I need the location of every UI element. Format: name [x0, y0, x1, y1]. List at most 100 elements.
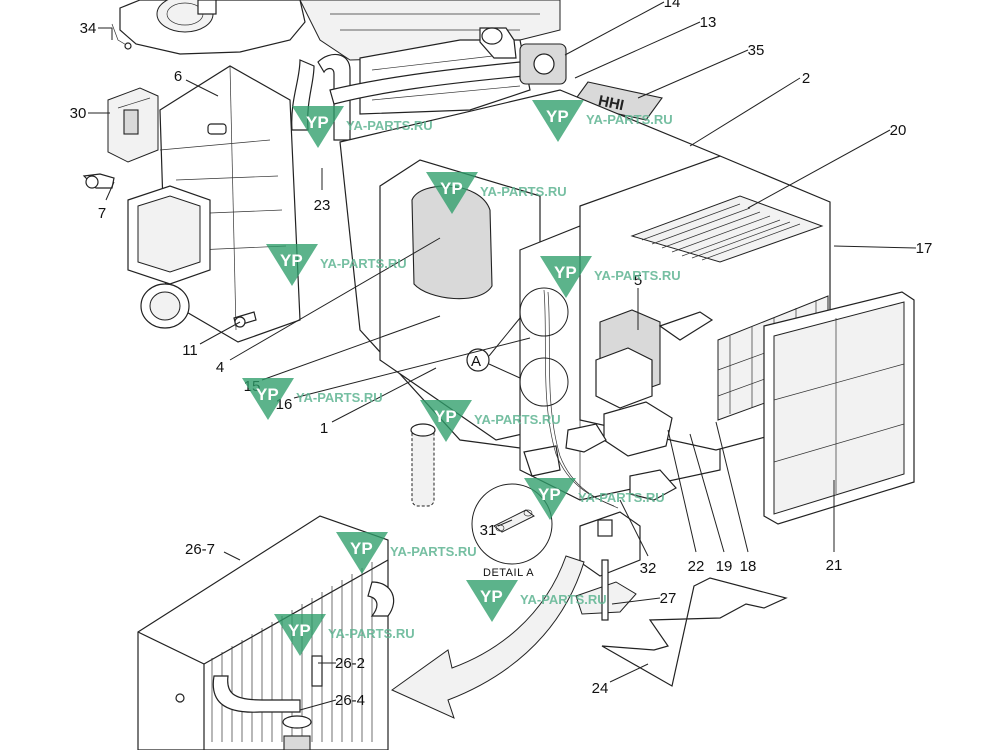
watermark: YP YA-PARTS.RU — [540, 256, 681, 298]
callout-leader — [564, 1, 665, 56]
watermark-logo-text: YP — [554, 263, 577, 282]
callout-leader — [229, 237, 441, 361]
callout-leader — [637, 49, 749, 99]
detail-marker-a: A — [471, 353, 481, 370]
callout-leader — [497, 519, 513, 527]
callout-leader — [223, 551, 241, 561]
watermark-logo-text: YP — [306, 113, 329, 132]
filter-frame — [763, 291, 915, 525]
callout-label: 35 — [748, 42, 765, 59]
watermark: YP YA-PARTS.RU — [292, 106, 433, 148]
callout-c17: 17 — [833, 240, 932, 257]
watermark: YP YA-PARTS.RU — [336, 532, 477, 574]
watermark-logo-text: YP — [256, 385, 279, 404]
callout-c21: 21 — [826, 480, 842, 574]
callout-label: 20 — [890, 122, 907, 139]
callout-label: 1 — [320, 420, 328, 437]
callout-c11: 11 — [182, 321, 241, 359]
callout-c18: 18 — [715, 421, 757, 575]
watermark-text: YA-PARTS.RU — [578, 490, 665, 505]
callout-c26-2: 26-2 — [318, 655, 365, 672]
callout-label: 27 — [660, 590, 677, 607]
watermark-logo-text: YP — [546, 107, 569, 126]
actuator-5 — [523, 289, 714, 509]
callout-label: 14 — [664, 0, 681, 11]
watermark-text: YA-PARTS.RU — [520, 592, 607, 607]
watermark-text: YA-PARTS.RU — [390, 544, 477, 559]
callout-leader — [715, 421, 749, 553]
watermark-logo-icon — [292, 106, 344, 148]
callout-leader — [293, 337, 531, 399]
insulation-pad — [601, 577, 788, 687]
detail-a-inset: DETAIL A — [471, 483, 553, 579]
watermark-logo-icon — [336, 532, 388, 574]
callout-label: 2 — [802, 70, 810, 87]
callout-leader — [689, 433, 725, 553]
callout-leader — [105, 181, 115, 201]
watermark-text: YA-PARTS.RU — [296, 390, 383, 405]
callout-leader — [261, 315, 441, 381]
callout-label: 18 — [740, 558, 757, 575]
watermark-logo-icon — [524, 478, 576, 520]
watermark-logo-text: YP — [350, 539, 373, 558]
callout-label: 4 — [216, 359, 224, 376]
callout-label: 23 — [314, 197, 331, 214]
callout-c24: 24 — [592, 663, 649, 697]
watermark-logo-text: YP — [538, 485, 561, 504]
callout-label: 34 — [80, 20, 97, 37]
watermark-logo-text: YP — [480, 587, 503, 606]
callout-label: 30 — [70, 105, 87, 122]
watermark-text: YA-PARTS.RU — [346, 118, 433, 133]
callout-label: 5 — [634, 272, 642, 289]
callout-c5: 5 — [634, 272, 642, 330]
callout-leader — [667, 429, 697, 553]
actuator-30 — [82, 87, 159, 189]
callout-leader — [689, 77, 801, 147]
watermark-logo-icon — [540, 256, 592, 298]
removal-arrow — [391, 555, 585, 719]
callout-leader — [747, 129, 891, 209]
callout-c13: 13 — [574, 14, 716, 79]
detail-a-label: DETAIL A — [483, 567, 534, 579]
callout-c26-4: 26-4 — [299, 692, 365, 711]
watermark-logo-text: YP — [280, 251, 303, 270]
watermark-text: YA-PARTS.RU — [474, 412, 561, 427]
callout-label: 19 — [716, 558, 733, 575]
watermark-logo-icon — [266, 244, 318, 286]
callout-label: 26-4 — [335, 692, 365, 709]
watermark-logo-icon — [426, 172, 478, 214]
evaporator-core — [137, 515, 395, 750]
watermark-text: YA-PARTS.RU — [328, 626, 415, 641]
callout-c27: 27 — [611, 590, 677, 607]
watermark-logo-text: YP — [434, 407, 457, 426]
callout-label: 26-7 — [185, 541, 215, 558]
callout-leader — [609, 663, 649, 683]
callout-label: 22 — [688, 558, 705, 575]
callout-c23: 23 — [314, 168, 331, 214]
callout-c19: 19 — [689, 433, 733, 575]
callout-leader — [299, 699, 337, 711]
callout-c30: 30 — [70, 105, 110, 122]
callout-c32: 32 — [619, 499, 656, 577]
callout-label: 31 — [480, 522, 497, 539]
watermark: YP YA-PARTS.RU — [420, 400, 561, 442]
callout-c31: 31 — [480, 519, 513, 539]
callout-c2: 2 — [689, 70, 810, 147]
callout-leader — [574, 21, 701, 79]
callout-leader — [833, 245, 917, 249]
callout-c1: 1 — [320, 367, 437, 437]
callout-c7: 7 — [98, 181, 115, 222]
watermark-layer: YP YA-PARTS.RU YP YA-PARTS.RU YP YA-PARTS.RU Y… — [242, 100, 681, 656]
detail-a-markers: A — [466, 287, 569, 407]
watermark-logo-icon — [420, 400, 472, 442]
watermark-text: YA-PARTS.RU — [594, 268, 681, 283]
callout-leader — [619, 499, 649, 557]
watermark: YP YA-PARTS.RU — [242, 378, 383, 420]
callout-leader — [199, 321, 241, 345]
